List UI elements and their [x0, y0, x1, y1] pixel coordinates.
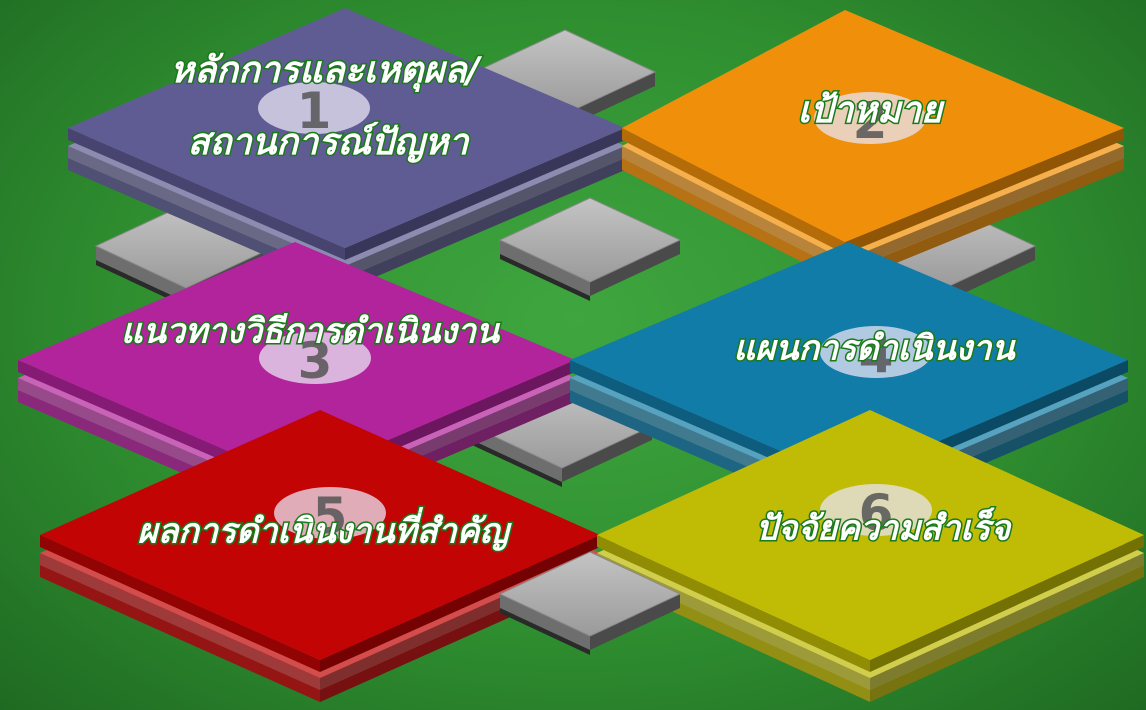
- connector-block: [498, 551, 682, 655]
- step-number-disc: [820, 484, 932, 536]
- step-number: 3: [298, 332, 333, 390]
- step-number-disc: [820, 326, 932, 378]
- process-tile-6: 6ปัจจัยความสำเร็จ: [597, 410, 1144, 702]
- step-number: 1: [297, 82, 332, 140]
- tile-label: หลักการและเหตุผล/: [170, 50, 482, 92]
- tile-label: แผนการดำเนินงาน: [733, 329, 1016, 369]
- step-number: 5: [313, 487, 348, 545]
- step-number-disc: [814, 92, 926, 144]
- step-number: 4: [859, 326, 894, 384]
- process-tile-1: 1หลักการและเหตุผล/สถานการณ์ปัญหา: [68, 8, 625, 290]
- tile-label: ปัจจัยความสำเร็จ: [756, 508, 1012, 549]
- tile-label: แนวทางวิธีการดำเนินงาน: [121, 312, 501, 352]
- step-number-disc: [274, 487, 386, 539]
- connector-blocks-front: [498, 551, 682, 655]
- step-number-disc: [259, 332, 371, 384]
- tile-label: เป้าหมาย: [798, 90, 945, 131]
- tile-label: สถานการณ์ปัญหา: [188, 121, 471, 163]
- step-number: 2: [853, 92, 888, 150]
- step-number-disc: [258, 82, 370, 134]
- tile-label: ผลการดำเนินงานที่สำคัญ: [138, 507, 513, 552]
- connector-block: [498, 197, 682, 301]
- process-tile-2: 2เป้าหมาย: [622, 10, 1124, 284]
- step-number: 6: [859, 484, 894, 542]
